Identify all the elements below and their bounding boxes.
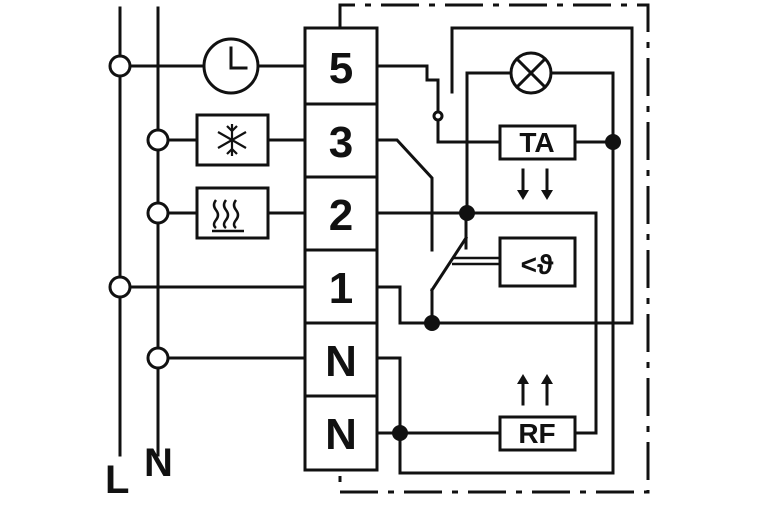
ta-component: TA — [498, 124, 577, 161]
terminal-3-label: 3 — [329, 118, 353, 167]
rf-arrows-up — [517, 374, 553, 406]
junction-dot — [392, 425, 408, 441]
rail-node — [146, 201, 170, 225]
terminal-block: 5 3 2 1 N N — [303, 26, 379, 472]
heating-load — [195, 186, 270, 240]
rail-node — [108, 275, 132, 299]
junction-dot — [459, 205, 475, 221]
ta-label: TA — [519, 127, 554, 158]
rail-nodes — [108, 54, 170, 370]
external-wiring — [118, 64, 307, 360]
rail-node — [146, 128, 170, 152]
rail-node — [108, 54, 132, 78]
rf-component: RF — [498, 415, 577, 452]
heat-waves-icon — [212, 199, 244, 233]
line-rail-label: L — [105, 458, 129, 502]
internal-wiring — [375, 26, 634, 475]
supply-rails: L N — [105, 6, 173, 502]
sensor-label: <ϑ — [521, 249, 554, 280]
lamp — [509, 51, 553, 95]
temperature-sensor: <ϑ — [498, 236, 577, 288]
neutral-rail-label: N — [144, 441, 173, 485]
rail-node — [146, 346, 170, 370]
ta-arrows-down — [517, 168, 553, 200]
rf-label: RF — [518, 418, 555, 449]
junctions — [392, 110, 621, 441]
timer-clock — [202, 37, 260, 95]
junction-dot — [605, 134, 621, 150]
cooling-load — [195, 113, 270, 167]
terminal-5-label: 5 — [329, 44, 353, 93]
terminal-n2-label: N — [325, 410, 357, 459]
contact-point — [432, 110, 444, 122]
terminal-1-label: 1 — [329, 264, 353, 313]
junction-dot — [424, 315, 440, 331]
terminal-2-label: 2 — [329, 191, 353, 240]
snowflake-icon — [217, 124, 247, 156]
terminal-n1-label: N — [325, 337, 357, 386]
thermostat-enclosure — [338, 3, 650, 494]
